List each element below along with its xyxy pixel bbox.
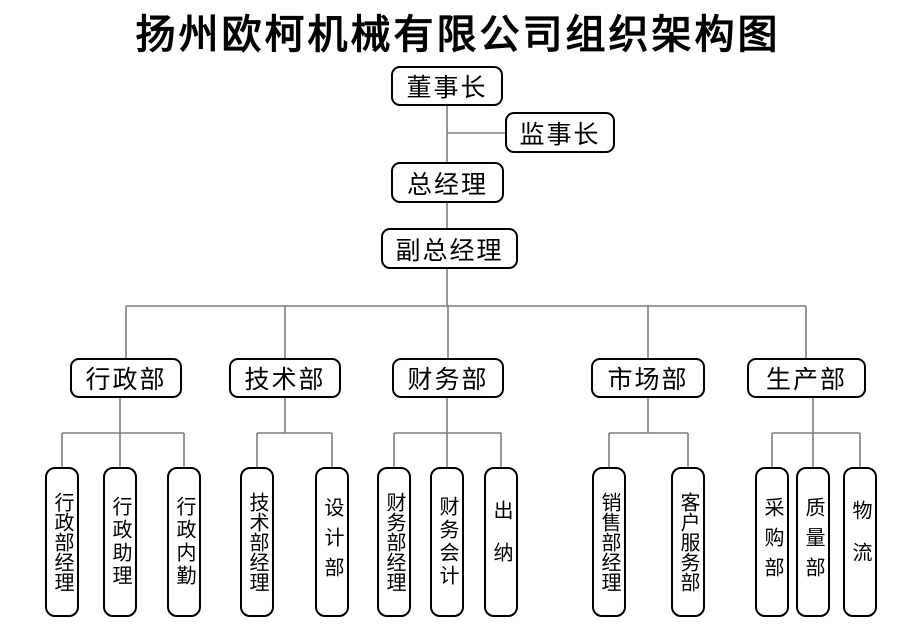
node-admin-manager: 行政部经理 [45, 467, 79, 617]
node-general-manager: 总经理 [391, 162, 504, 203]
node-accountant: 财务会计 [430, 467, 464, 617]
node-admin-clerk: 行政内勤 [167, 467, 201, 617]
node-logistics: 物流 [843, 467, 877, 617]
node-dept-tech: 技术部 [229, 358, 341, 398]
node-sales-manager: 销售部经理 [592, 467, 626, 617]
node-cashier: 出纳 [484, 467, 518, 617]
node-chairman: 董事长 [391, 66, 503, 106]
node-customer-service: 客户服务部 [671, 467, 705, 617]
node-dept-admin: 行政部 [70, 358, 182, 398]
node-tech-manager: 技术部经理 [240, 467, 274, 617]
node-dept-market: 市场部 [591, 358, 705, 398]
node-finance-manager: 财务部经理 [377, 467, 411, 617]
node-supervisor: 监事长 [505, 112, 615, 153]
node-admin-assistant: 行政助理 [103, 467, 137, 617]
node-quality: 质量部 [796, 467, 830, 617]
node-purchasing: 采购部 [755, 467, 789, 617]
node-dept-production: 生产部 [747, 358, 866, 398]
node-design-dept: 设计部 [315, 467, 349, 617]
node-dept-finance: 财务部 [392, 358, 504, 398]
node-deputy-gm: 副总经理 [381, 228, 518, 269]
org-chart-title: 扬州欧柯机械有限公司组织架构图 [135, 13, 781, 57]
